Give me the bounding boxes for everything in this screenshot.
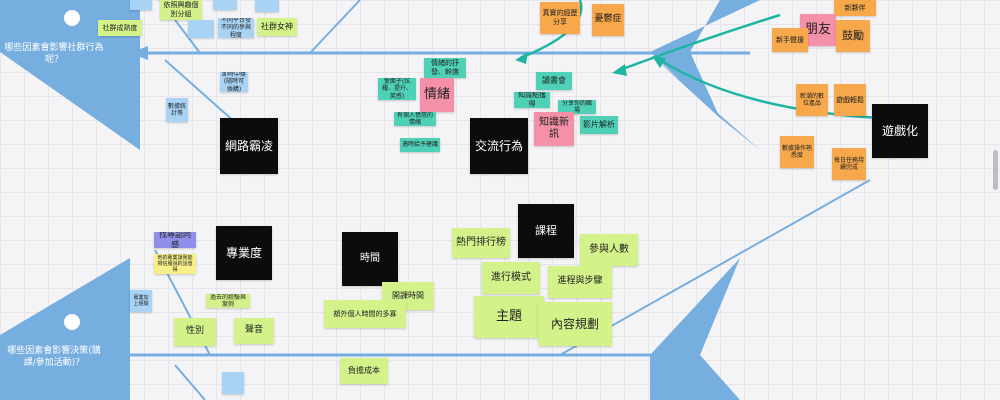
sticky-note[interactable]: 負擔成本 — [340, 358, 388, 384]
sticky-note[interactable]: 過去的經驗與案例 — [206, 294, 250, 308]
bone-bottom-2 — [174, 364, 206, 400]
fish-tail-bottom — [650, 258, 740, 400]
sticky-note[interactable]: 他的專業讓我能夠信服說的話值得 — [154, 254, 196, 274]
question-social: 哪些因素會影響社群行為呢？ — [4, 43, 104, 66]
category-note-course[interactable]: 課程 — [518, 204, 574, 258]
sticky-note[interactable]: 進行模式 — [482, 262, 540, 294]
sticky-note[interactable]: 鼓勵 — [836, 20, 870, 52]
sticky-note[interactable]: 社群成熟度 — [98, 20, 142, 36]
sticky-note[interactable]: 聲音 — [234, 318, 274, 344]
vertical-scrollbar[interactable] — [992, 0, 998, 400]
sticky-note[interactable]: 適時給予建議 — [400, 138, 440, 152]
fish-tail-top — [650, 0, 760, 118]
sticky-note[interactable] — [188, 20, 214, 38]
sticky-note[interactable]: 數據操作熟悉度 — [780, 136, 814, 168]
spine-bottom-arrowhead — [104, 348, 122, 362]
sticky-note[interactable]: 真實的經歷分享 — [540, 2, 580, 34]
sticky-note[interactable]: 熱門排行榜 — [452, 228, 510, 258]
sticky-note[interactable]: 參與人數 — [580, 234, 638, 266]
sticky-note[interactable]: 不同平台發不同的參與程度 — [218, 18, 254, 38]
category-note-exchange[interactable]: 交流行為 — [470, 118, 528, 174]
category-note-professional[interactable]: 專業度 — [216, 226, 272, 280]
sticky-note[interactable] — [222, 372, 244, 394]
sticky-note[interactable]: 情緒 — [420, 78, 454, 112]
scrollbar-thumb[interactable] — [993, 150, 998, 190]
category-note-gamification[interactable]: 遊戲化 — [872, 104, 928, 158]
fish-eye-bottom — [64, 314, 80, 330]
sticky-note[interactable]: 情緒的抒發、幹譙 — [424, 58, 466, 78]
spine-top-arrowhead — [130, 46, 148, 60]
sticky-note[interactable]: 有個人憤怒的情緒 — [394, 112, 436, 126]
sticky-note[interactable]: 性別 — [174, 318, 216, 346]
sticky-note[interactable]: 知識新訊 — [534, 112, 574, 146]
category-note-time[interactable]: 時間 — [342, 232, 398, 286]
sticky-note[interactable]: 內容規劃 — [538, 302, 612, 346]
sticky-note[interactable]: 找尋認同感 — [154, 232, 196, 248]
sticky-note[interactable]: 愛面子(炫耀、提升、笑感) — [378, 78, 416, 100]
sticky-note[interactable]: 新潮的數位產品 — [796, 84, 828, 116]
teal-arrow-2 — [619, 13, 781, 72]
sticky-note[interactable]: 額外個人時間的多寡 — [324, 300, 406, 328]
sticky-note[interactable]: 每日任務持續完成 — [832, 148, 866, 180]
sticky-note[interactable]: 分享你的職場 — [558, 100, 596, 114]
sticky-note[interactable] — [255, 0, 279, 12]
sticky-note[interactable]: 數據統計等 — [166, 98, 188, 122]
sticky-note[interactable]: 專業加上經驗 — [130, 290, 152, 312]
sticky-note[interactable]: 知識點獲得 — [514, 92, 550, 108]
sticky-note[interactable]: 即時中獎(隨時可換購) — [220, 72, 248, 92]
fish-head-bottom — [0, 258, 130, 400]
question-decision: 哪些因素會影響決策(購課/參加活動)？ — [7, 346, 101, 369]
sticky-note[interactable]: 憂鬱症 — [592, 4, 624, 36]
sticky-note[interactable]: 社群女神 — [257, 18, 297, 36]
sticky-note[interactable]: 讀書會 — [536, 72, 572, 90]
fish-tail-top-lower — [650, 54, 760, 150]
category-note-bullying[interactable]: 網路霸凌 — [220, 118, 278, 174]
sticky-note[interactable] — [130, 0, 152, 10]
sticky-note[interactable]: 進程與步驟 — [548, 266, 612, 298]
sticky-note[interactable]: 依照興趣個別分組 — [160, 0, 202, 20]
sticky-note[interactable]: 新夥伴 — [834, 0, 876, 16]
bone-top-3 — [309, 0, 361, 54]
sticky-note[interactable]: 影片解析 — [580, 116, 618, 134]
fish-head-top — [0, 0, 140, 150]
sticky-note[interactable]: 遊戲輕鬆 — [834, 84, 866, 116]
sticky-note[interactable] — [213, 0, 237, 10]
sticky-note[interactable]: 新手聲援 — [772, 28, 808, 52]
fish-eye-top — [64, 10, 80, 26]
sticky-note[interactable]: 主題 — [474, 296, 544, 338]
